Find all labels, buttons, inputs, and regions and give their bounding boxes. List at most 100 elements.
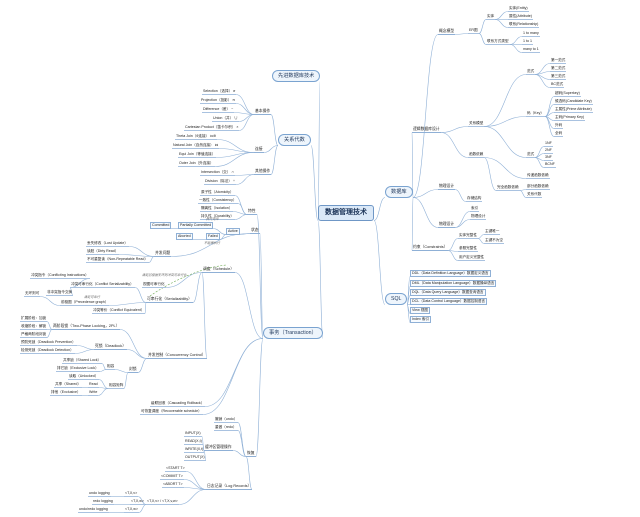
tx-detection[interactable]: 检测死锁（Deadlock Detection） bbox=[20, 348, 75, 354]
sql-ddl[interactable]: DDL（Data Definition Language）数据定义语言 bbox=[410, 270, 491, 277]
tx-aborted[interactable]: Aborted bbox=[176, 233, 193, 240]
tx-redo-rec[interactable]: <T,X,w> bbox=[130, 499, 145, 505]
tx-view-ser[interactable]: 视图可串行化 bbox=[142, 282, 166, 288]
tx-undo[interactable]: 撤销（undo） bbox=[214, 417, 239, 423]
user-integrity[interactable]: 用户定义完整性 bbox=[458, 255, 486, 261]
pk-unique[interactable]: 主键唯一 bbox=[484, 229, 501, 235]
sql-index[interactable]: Index 索引 bbox=[410, 316, 431, 323]
tx-start[interactable]: <START T> bbox=[165, 466, 186, 472]
tx-cascading[interactable]: 级联回滚（Cascading Rollback） bbox=[150, 401, 206, 407]
index[interactable]: 索引 bbox=[470, 206, 480, 212]
physical-design-2[interactable]: 物理设计 bbox=[470, 214, 487, 220]
tx-committed[interactable]: Committed bbox=[150, 222, 172, 229]
physical-label[interactable]: 物理设计 bbox=[438, 222, 456, 228]
ra-equi[interactable]: Equi Join（等值连接） bbox=[178, 152, 217, 158]
tx-durability[interactable]: 持久性（Durability） bbox=[200, 214, 235, 220]
ra-outer[interactable]: Outer Join（外连接） bbox=[178, 161, 215, 167]
tx-writex[interactable]: WRITE(X,t) bbox=[184, 447, 205, 453]
tx-partially[interactable]: Partially Committed bbox=[178, 222, 214, 229]
tx-atomicity[interactable]: 原子性（Atomicity） bbox=[200, 190, 235, 196]
relation-ops[interactable]: 关系代数 bbox=[526, 192, 543, 198]
tx-conflict-inst[interactable]: 冲突指令（Conflicting Instructions） bbox=[30, 273, 90, 279]
tx-strict[interactable]: 严格两阶段封锁 bbox=[20, 332, 48, 338]
tx-redo-logging[interactable]: redo logging bbox=[92, 499, 114, 505]
tx-precedence[interactable]: 前驱图（Precedence graph） bbox=[60, 300, 110, 306]
entity[interactable]: 实体 bbox=[486, 14, 496, 20]
key-prime[interactable]: 主属性(Prime Attribute) bbox=[554, 107, 593, 113]
ra-selection[interactable]: Selection（选择） σ bbox=[202, 89, 237, 95]
key-super[interactable]: 超码(Superkey) bbox=[554, 91, 581, 97]
tx-shared-lock[interactable]: 共享锁（Shared Lock） bbox=[62, 358, 103, 364]
keys[interactable]: 码（Key） bbox=[526, 111, 545, 117]
tx-lost-update[interactable]: 丢失修改（Lost Update） bbox=[86, 241, 129, 247]
branch-sql[interactable]: SQL bbox=[385, 293, 408, 305]
tx-compat[interactable]: 相容 bbox=[106, 364, 116, 370]
logic-model[interactable]: 逻辑数据库设计 bbox=[412, 127, 441, 133]
tx-read-op[interactable]: Read bbox=[88, 382, 99, 388]
constraints[interactable]: 约束（Constraints） bbox=[412, 245, 449, 251]
ra-difference[interactable]: Difference（差） − bbox=[202, 107, 235, 113]
branch-database[interactable]: 数据库 bbox=[385, 186, 413, 198]
tx-exclusive-mode[interactable]: 排他（Exclusive） bbox=[50, 390, 82, 396]
normal-forms[interactable]: 范式 bbox=[526, 69, 536, 75]
tx-failed[interactable]: Failed bbox=[206, 233, 220, 240]
tx-nonrepeat[interactable]: 不可重复读（Non-Repeatable Read） bbox=[86, 257, 149, 263]
tx-cycle[interactable]: 无环则可 bbox=[24, 291, 41, 297]
sql-dml[interactable]: DML（Data Manipulation Language）数据操纵语言 bbox=[410, 280, 497, 287]
tx-recoverable[interactable]: 可恢复调度（Recoverable schedule） bbox=[140, 409, 203, 415]
tx-shrinking[interactable]: 收缩阶段：解锁 bbox=[20, 324, 48, 330]
sql-dcl[interactable]: DCL（Data Control Language）数据控制语言 bbox=[410, 298, 488, 305]
relational-model[interactable]: 关系模型 bbox=[468, 121, 485, 127]
tx-consistency[interactable]: 一致性（Consistency） bbox=[198, 198, 238, 204]
concept-model[interactable]: 概念模型 bbox=[438, 29, 456, 35]
tx-undo-rec[interactable]: <T,X,v> bbox=[124, 491, 139, 497]
tx-input[interactable]: INPUT(X) bbox=[184, 431, 202, 437]
ra-cartesian[interactable]: Cartesian Product（笛卡尔积） × bbox=[184, 125, 240, 131]
nf1[interactable]: 第一范式 bbox=[550, 58, 567, 64]
ra-intersect[interactable]: Intersection（交） ∩ bbox=[200, 170, 235, 176]
tx-concurrency-problems[interactable]: 并发问题 bbox=[154, 251, 172, 257]
ra-basic[interactable]: 基本操作 bbox=[254, 109, 272, 115]
nf-1nf[interactable]: 1NF bbox=[544, 141, 553, 147]
many-many[interactable]: many to 1 bbox=[522, 47, 540, 53]
tx-acid[interactable]: 特性 bbox=[247, 209, 257, 215]
tx-outputx[interactable]: OUTPUT(X) bbox=[184, 455, 206, 461]
tx-ur-rec[interactable]: <T,X,w> bbox=[124, 507, 139, 513]
nf-list[interactable]: 范式 bbox=[526, 152, 536, 158]
ra-projection[interactable]: Projection（投影） π bbox=[200, 98, 236, 104]
tx-active[interactable]: Active bbox=[226, 228, 240, 235]
nf-3nf[interactable]: 3NF bbox=[544, 155, 553, 161]
nf3[interactable]: 第三范式 bbox=[550, 74, 567, 80]
transitive-dep[interactable]: 传递函数依赖 bbox=[526, 173, 550, 179]
tx-serializable[interactable]: 可串行化（Serializability） bbox=[146, 297, 193, 303]
tx-log[interactable]: 日志记录（Log Records） bbox=[206, 484, 253, 490]
full-dep[interactable]: 完全函数依赖 bbox=[496, 185, 520, 191]
one-one[interactable]: 1 to 1 bbox=[522, 39, 533, 45]
tx-readx[interactable]: READ(X,t) bbox=[184, 439, 203, 445]
pk-notnull[interactable]: 主键不为空 bbox=[484, 238, 504, 244]
key-candidate[interactable]: 候选码(Candidate Key) bbox=[554, 99, 593, 105]
tx-undo-logging[interactable]: undo logging bbox=[88, 491, 111, 497]
tx-recovery[interactable]: 恢复 bbox=[246, 451, 256, 457]
relationship[interactable]: 联系(Relationship) bbox=[508, 22, 540, 28]
nf-bcnf[interactable]: BCNF bbox=[544, 162, 556, 168]
entity-set[interactable]: 实体(Entity) bbox=[508, 6, 529, 12]
attribute[interactable]: 属性(Attribute) bbox=[508, 14, 533, 20]
storage[interactable]: 存储结构 bbox=[466, 196, 483, 202]
ref-integrity[interactable]: 参照完整性 bbox=[458, 246, 478, 252]
tx-commit[interactable]: <COMMIT T> bbox=[160, 474, 184, 480]
dependency[interactable]: 函数依赖 bbox=[468, 152, 485, 158]
ra-union[interactable]: Union（并） ∪ bbox=[212, 116, 239, 122]
tx-matrix[interactable]: 相容矩阵 bbox=[108, 383, 125, 389]
partial-dep[interactable]: 部分函数依赖 bbox=[526, 184, 550, 190]
bcnf-label[interactable]: BC范式 bbox=[550, 82, 565, 88]
tx-write-op[interactable]: Write bbox=[88, 390, 99, 396]
tx-exclusive-lock[interactable]: 排它锁（Exclusive Lock） bbox=[56, 366, 100, 372]
branch-transaction[interactable]: 事务（Transaction） bbox=[263, 327, 323, 339]
tx-isolation[interactable]: 隔离性（Isolation） bbox=[200, 206, 234, 212]
sql-dql[interactable]: DQL（Data Query Language）数据查询语言 bbox=[410, 289, 486, 296]
key-foreign[interactable]: 外码 bbox=[554, 123, 564, 129]
key-primary[interactable]: 主码(Primary Key) bbox=[554, 115, 586, 121]
entity-integrity[interactable]: 实体完整性 bbox=[458, 233, 478, 239]
tx-prevention[interactable]: 预防死锁（Deadlock Prevention） bbox=[20, 340, 77, 346]
